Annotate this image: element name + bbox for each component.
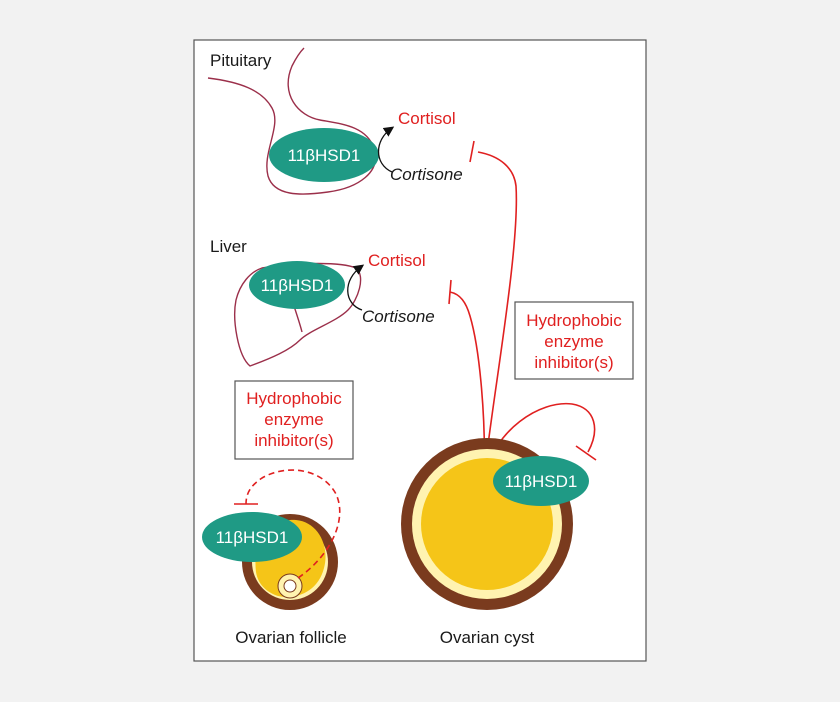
inhibitor-box-right: Hydrophobic enzyme inhibitor(s) <box>514 301 634 380</box>
inhibitor-left-line3: inhibitor(s) <box>254 431 333 450</box>
pituitary-cortisone-label: Cortisone <box>390 165 463 184</box>
cyst-enzyme-label: 11βHSD1 <box>505 472 578 491</box>
liver-enzyme-label: 11βHSD1 <box>261 276 334 295</box>
liver-cortisol-label: Cortisol <box>368 251 426 270</box>
pituitary-section: Pituitary 11βHSD1 Cortisol Cortisone <box>207 47 463 195</box>
pituitary-enzyme-ellipse <box>269 128 379 182</box>
inhibition-line-pituitary <box>477 151 518 479</box>
liver-section: Liver 11βHSD1 Cortisol Cortisone <box>210 237 435 367</box>
liver-cortisone-label: Cortisone <box>362 307 435 326</box>
pituitary-outline-icon <box>207 47 377 195</box>
liver-enzyme-ellipse <box>249 261 345 309</box>
inhibitor-left-line2: enzyme <box>264 410 324 429</box>
follicle-enzyme-ellipse <box>202 512 302 562</box>
inhibitor-box-left: Hydrophobic enzyme inhibitor(s) <box>234 380 354 460</box>
inhibitor-left-line1: Hydrophobic <box>246 389 342 408</box>
pituitary-conversion-arrow <box>378 126 395 173</box>
cyst-enzyme-ellipse <box>493 456 589 506</box>
inhibitor-right-line2: enzyme <box>544 332 604 351</box>
pituitary-label: Pituitary <box>210 51 272 70</box>
liver-conversion-arrow <box>347 264 365 311</box>
inhibition-line-liver <box>449 291 486 479</box>
inhibitor-right-line3: inhibitor(s) <box>534 353 613 372</box>
inhibition-bar-liver <box>448 279 452 305</box>
cyst-label: Ovarian cyst <box>440 628 535 647</box>
inhibition-bar-pituitary <box>469 140 475 163</box>
inhibition-bar-cyst <box>575 445 597 461</box>
follicle-label: Ovarian follicle <box>235 628 347 647</box>
follicle-enzyme-label: 11βHSD1 <box>216 528 289 547</box>
pituitary-enzyme-label: 11βHSD1 <box>288 146 361 165</box>
liver-label: Liver <box>210 237 247 256</box>
inhibitor-right-line1: Hydrophobic <box>526 311 622 330</box>
pituitary-cortisol-label: Cortisol <box>398 109 456 128</box>
